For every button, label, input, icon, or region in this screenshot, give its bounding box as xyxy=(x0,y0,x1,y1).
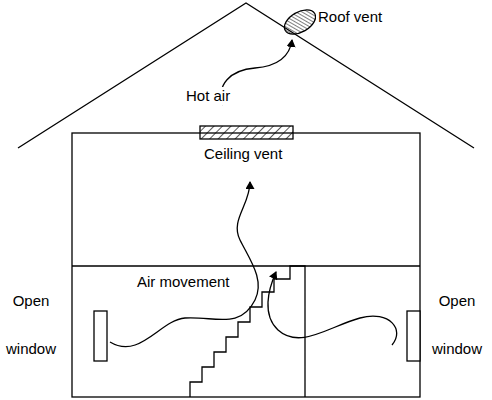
vent-label: Ceiling vent xyxy=(202,145,284,163)
air-label: Hot air xyxy=(184,87,232,105)
air-label: Air movement xyxy=(135,273,232,291)
vent-label: Roof vent xyxy=(316,8,384,26)
window-label: Open window xyxy=(428,277,486,373)
window-label: Open window xyxy=(2,277,60,373)
